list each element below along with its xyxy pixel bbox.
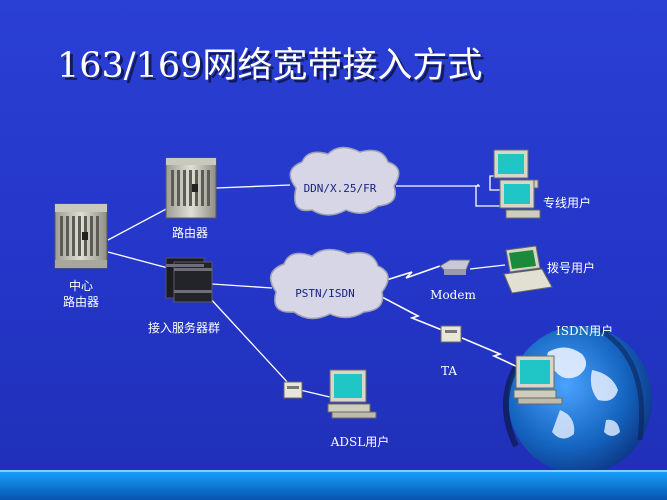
link-access-pstn (211, 283, 273, 289)
leased-line-user-label: 专线用户 (543, 195, 591, 210)
link-central-access (107, 251, 169, 269)
link-adsl-pc (299, 389, 335, 399)
ta-label: TA (441, 364, 457, 378)
laptop-icon (503, 245, 553, 294)
slide-title-shadow: 163/169网络宽带接入方式 (60, 49, 485, 89)
pstn-cloud-label: PSTN/ISDN (295, 287, 355, 300)
bottom-bar (0, 470, 667, 500)
lightning-pstn-modem (379, 265, 441, 283)
pstn-cloud-icon (269, 248, 389, 320)
central-router-icon (54, 203, 108, 269)
adsl-user-label: ADSL用户 (330, 434, 389, 449)
lightning-ta-isdn (461, 337, 521, 369)
link-central-router (107, 206, 171, 241)
router-label: 路由器 (172, 225, 208, 240)
isdn-pc-icon (513, 355, 563, 405)
ddn-cloud-icon (289, 146, 400, 216)
modem-icon (439, 259, 471, 275)
ta-device-icon (440, 325, 462, 343)
leased-line-pc-icon-2 (499, 179, 541, 219)
router-icon (165, 157, 217, 219)
lightning-pstn-ta (379, 295, 443, 331)
link-modem-laptop (469, 264, 506, 270)
central-router-label-1: 中心 (69, 278, 93, 293)
modem-label: Modem (430, 288, 476, 302)
adsl-modem-icon (283, 381, 303, 399)
access-server-group-label: 接入服务器群 (148, 320, 220, 335)
slide-title: 163/169网络宽带接入方式 (57, 46, 482, 86)
link-access-adsl (207, 295, 291, 386)
link-user-pc1 (489, 175, 500, 191)
ddn-cloud-label: DDN/X.25/FR (304, 182, 377, 195)
link-user-pc2 (475, 185, 500, 207)
access-server-group-icon (165, 257, 213, 303)
bottom-bar-highlight (0, 470, 667, 472)
connection-lines (107, 175, 506, 399)
isdn-user-label: ISDN用户 (556, 323, 613, 338)
central-router-label-2: 路由器 (63, 294, 99, 309)
link-router-ddn (215, 184, 291, 189)
link-ddn-user (396, 184, 479, 187)
dialup-user-label: 拨号用户 (547, 260, 595, 275)
adsl-pc-icon (327, 369, 377, 419)
